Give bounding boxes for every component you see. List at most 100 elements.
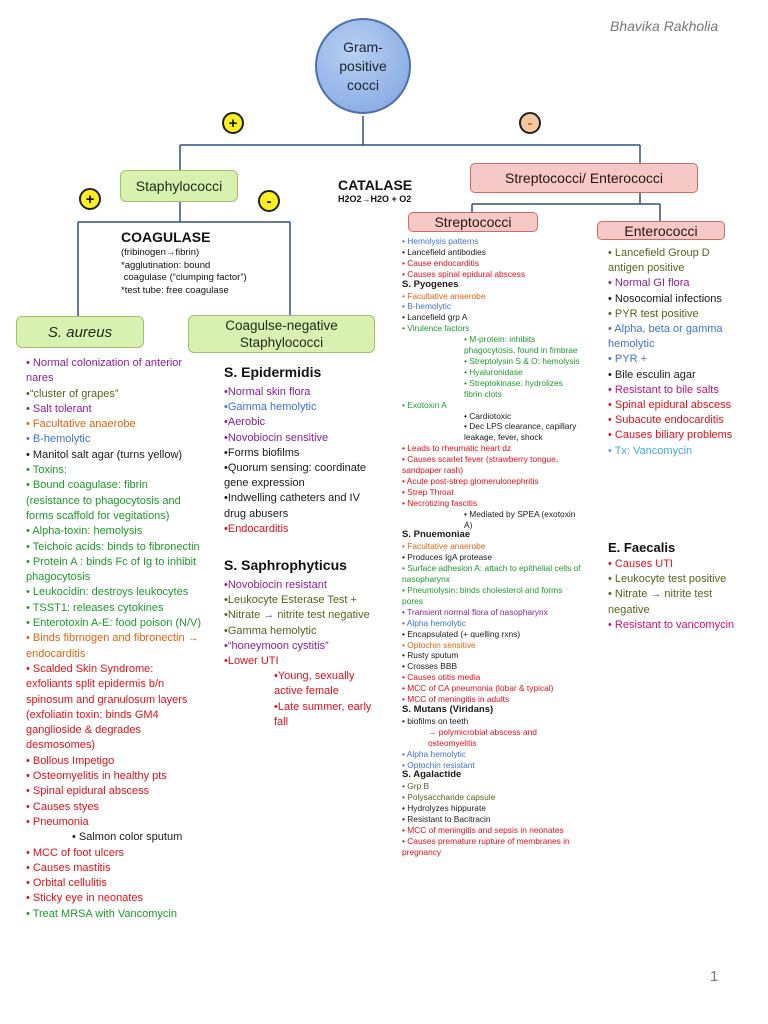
list-item: • PYR + bbox=[608, 353, 648, 366]
coagulase-title: COAGULASE bbox=[121, 229, 211, 245]
list-item: •Novobiocin sensitive bbox=[224, 431, 329, 444]
list-item: •Indwelling catheters and IV drug abuser… bbox=[224, 492, 360, 520]
coagulase-line: *test tube: free coagulase bbox=[121, 284, 229, 296]
list-item: • TSST1: releases cytokines bbox=[26, 601, 164, 614]
s-saprophyticus-list: •Novobiocin resistant •Leukocyte Esterase… bbox=[224, 578, 374, 730]
list-item: • Protein A : binds Fc of Ig to inhibit … bbox=[26, 555, 197, 584]
s-aureus-list: • Normal colonization of anterior nares •… bbox=[26, 356, 202, 922]
list-item: • Treat MRSA with Vancomycin bbox=[26, 907, 177, 920]
list-item: • Normal colonization of anterior nares bbox=[26, 357, 183, 385]
list-item: • Resistant to Bacitracin bbox=[402, 814, 491, 825]
list-item: • Facultative anaerobe bbox=[402, 541, 486, 552]
streptococci-node: Streptococci bbox=[408, 212, 538, 232]
list-item: • Grp B bbox=[402, 781, 430, 792]
list-item: • Optochin resistant bbox=[402, 759, 475, 770]
list-item: • Spinal epidural abscess bbox=[608, 399, 732, 412]
list-item: • Facultative anaerobe bbox=[402, 290, 486, 301]
list-item: • Alpha-toxin: hemolysis bbox=[26, 525, 143, 538]
list-item: • Resistant to vancomycin bbox=[608, 618, 735, 631]
root-label-line-3: cocci bbox=[347, 76, 379, 93]
list-item: • Polysaccharide capsule bbox=[402, 792, 496, 803]
list-item: • Strep Throat bbox=[402, 486, 454, 497]
list-item: • Pneumonia bbox=[26, 815, 89, 828]
list-item: • MCC of CA pneumonia (lobar & typical) bbox=[402, 683, 554, 694]
list-item: • Causes UTI bbox=[608, 558, 673, 570]
list-item: • MCC of meningitis and sepsis in neonat… bbox=[402, 824, 564, 835]
list-item: • Bollous Impetigo bbox=[26, 754, 115, 767]
s-aureus-node: S. aureus bbox=[16, 316, 144, 348]
list-item: • Causes premature rupture of membranes … bbox=[402, 835, 570, 857]
list-item: • Scalded Skin Syndrome: exfoliants spli… bbox=[26, 662, 188, 752]
section-heading: S. Agalactide bbox=[402, 769, 462, 781]
list-item: • Toxins: bbox=[26, 464, 67, 477]
e-faecalis-title: E. Faecalis bbox=[608, 540, 676, 555]
list-item: •Forms biofilms bbox=[224, 446, 300, 459]
list-item: • Encapsulated (+ quelling rxns) bbox=[402, 628, 521, 639]
list-item: • Manitol salt agar (turns yellow) bbox=[26, 448, 183, 461]
list-item: • Mediated by SPEA (exotoxin A) bbox=[464, 508, 576, 530]
list-item: • Dec LPS clearance, capillary leakage, … bbox=[464, 421, 577, 443]
coagulase-positive-sign: + bbox=[79, 188, 101, 210]
author-name: Bhavika Rakholia bbox=[610, 18, 719, 34]
list-item: • Osteomyelitis in healthy pts bbox=[26, 770, 167, 783]
list-item: • Leads to rheumatic heart dz bbox=[402, 443, 512, 454]
s-epidermidis-title: S. Epidermidis bbox=[224, 364, 322, 380]
list-item: • Crosses BBB bbox=[402, 661, 458, 672]
coagulase-block: COAGULASE (fribinogen→fibrin) *agglutina… bbox=[121, 229, 247, 297]
list-item: • Alpha hemolytic bbox=[402, 748, 466, 759]
list-item: • PYR test positive bbox=[608, 307, 699, 320]
list-item: • Salt tolerant bbox=[26, 402, 92, 415]
s-saprophyticus-title: S. Saphrophyticus bbox=[224, 557, 347, 573]
coagulase-negative-sign: - bbox=[258, 190, 280, 212]
streptococci-list: • Hemolysis patterns• Lancefield antibod… bbox=[402, 236, 582, 858]
list-item: •Gamma hemolytic bbox=[224, 624, 317, 637]
page-number: 1 bbox=[710, 968, 719, 985]
list-item: → polymicrobial abscess and osteomyeliti… bbox=[428, 726, 537, 748]
list-item: •Normal skin flora bbox=[224, 386, 311, 398]
list-item: • Bile esculin agar bbox=[608, 368, 696, 381]
cns-label-line-1: Coagulse-negative bbox=[225, 318, 338, 333]
list-item: •Young, sexually active female bbox=[274, 670, 355, 698]
list-item: • Lancefield grp A bbox=[402, 312, 468, 323]
list-item: • Hyaluronidase bbox=[464, 366, 523, 377]
list-item: •“honeymoon cystitis” bbox=[224, 639, 329, 652]
list-item: • Exotoxin A bbox=[402, 399, 447, 410]
list-item: • Causes spinal epidural abscess bbox=[402, 268, 526, 279]
list-item: •Late summer, early fall bbox=[274, 700, 372, 728]
list-item: • Hemolysis patterns bbox=[402, 236, 479, 246]
list-item: •Leukocyte Esterase Test + bbox=[224, 594, 357, 607]
list-item: • Sticky eye in neonates bbox=[26, 892, 143, 905]
list-item: •Novobiocin resistant bbox=[224, 579, 327, 591]
coagulase-line: *agglutination: bound bbox=[121, 259, 211, 271]
list-item: •Lower UTI bbox=[224, 655, 279, 668]
staphylococci-node: Staphylococci bbox=[120, 170, 238, 202]
list-item: • Salmon color sputum bbox=[72, 831, 183, 844]
enterococci-list: • Lancefield Group D antigen positive• N… bbox=[608, 246, 738, 459]
list-item: • Streptokinase: hydrolizes fibrin clots bbox=[464, 377, 563, 399]
list-item: • Lancefield antibodies bbox=[402, 246, 486, 257]
e-faecalis-list: • Causes UTI• Leukocyte test positive• N… bbox=[608, 557, 738, 633]
list-item: • Subacute endocarditis bbox=[608, 414, 724, 427]
list-item: •Nitrate → nitrite test negative bbox=[224, 609, 370, 622]
list-item: • Teichoic acids: binds to fibronectin bbox=[26, 540, 200, 553]
list-item: • Spinal epidural abscess bbox=[26, 785, 150, 798]
section-heading: S. Pyogenes bbox=[402, 278, 459, 290]
root-label-line-2: positive bbox=[339, 57, 387, 74]
coagulase-negative-node: Coagulse-negative Staphylococci bbox=[188, 315, 375, 353]
list-item: • Causes styes bbox=[26, 800, 99, 813]
catalase-block: CATALASE H2O2→H2O + O2 bbox=[338, 177, 412, 204]
list-item: • Causes biliary problems bbox=[608, 429, 733, 442]
section-heading: S. Mutans (Viridans) bbox=[402, 703, 494, 715]
list-item: •Endocarditis bbox=[224, 522, 289, 535]
coagulase-line: coagulase (“clumping factor”) bbox=[121, 272, 247, 283]
list-item: • Enterotoxin A-E: food poison (N/V) bbox=[26, 617, 202, 630]
list-item: • Resistant to bile salts bbox=[608, 383, 719, 396]
list-item: • Normal GI flora bbox=[608, 277, 690, 290]
enterococci-node: Enterococci bbox=[597, 221, 725, 240]
list-item: • M-protein: inhibits phagocytosis, foun… bbox=[464, 334, 578, 356]
coagulase-line: (fribinogen→fibrin) bbox=[121, 247, 200, 258]
list-item: • Cause endocarditis bbox=[402, 257, 479, 268]
section-heading: S. Pnuemoniae bbox=[402, 529, 471, 541]
list-item: • MCC of meningitis in adults bbox=[402, 694, 510, 705]
